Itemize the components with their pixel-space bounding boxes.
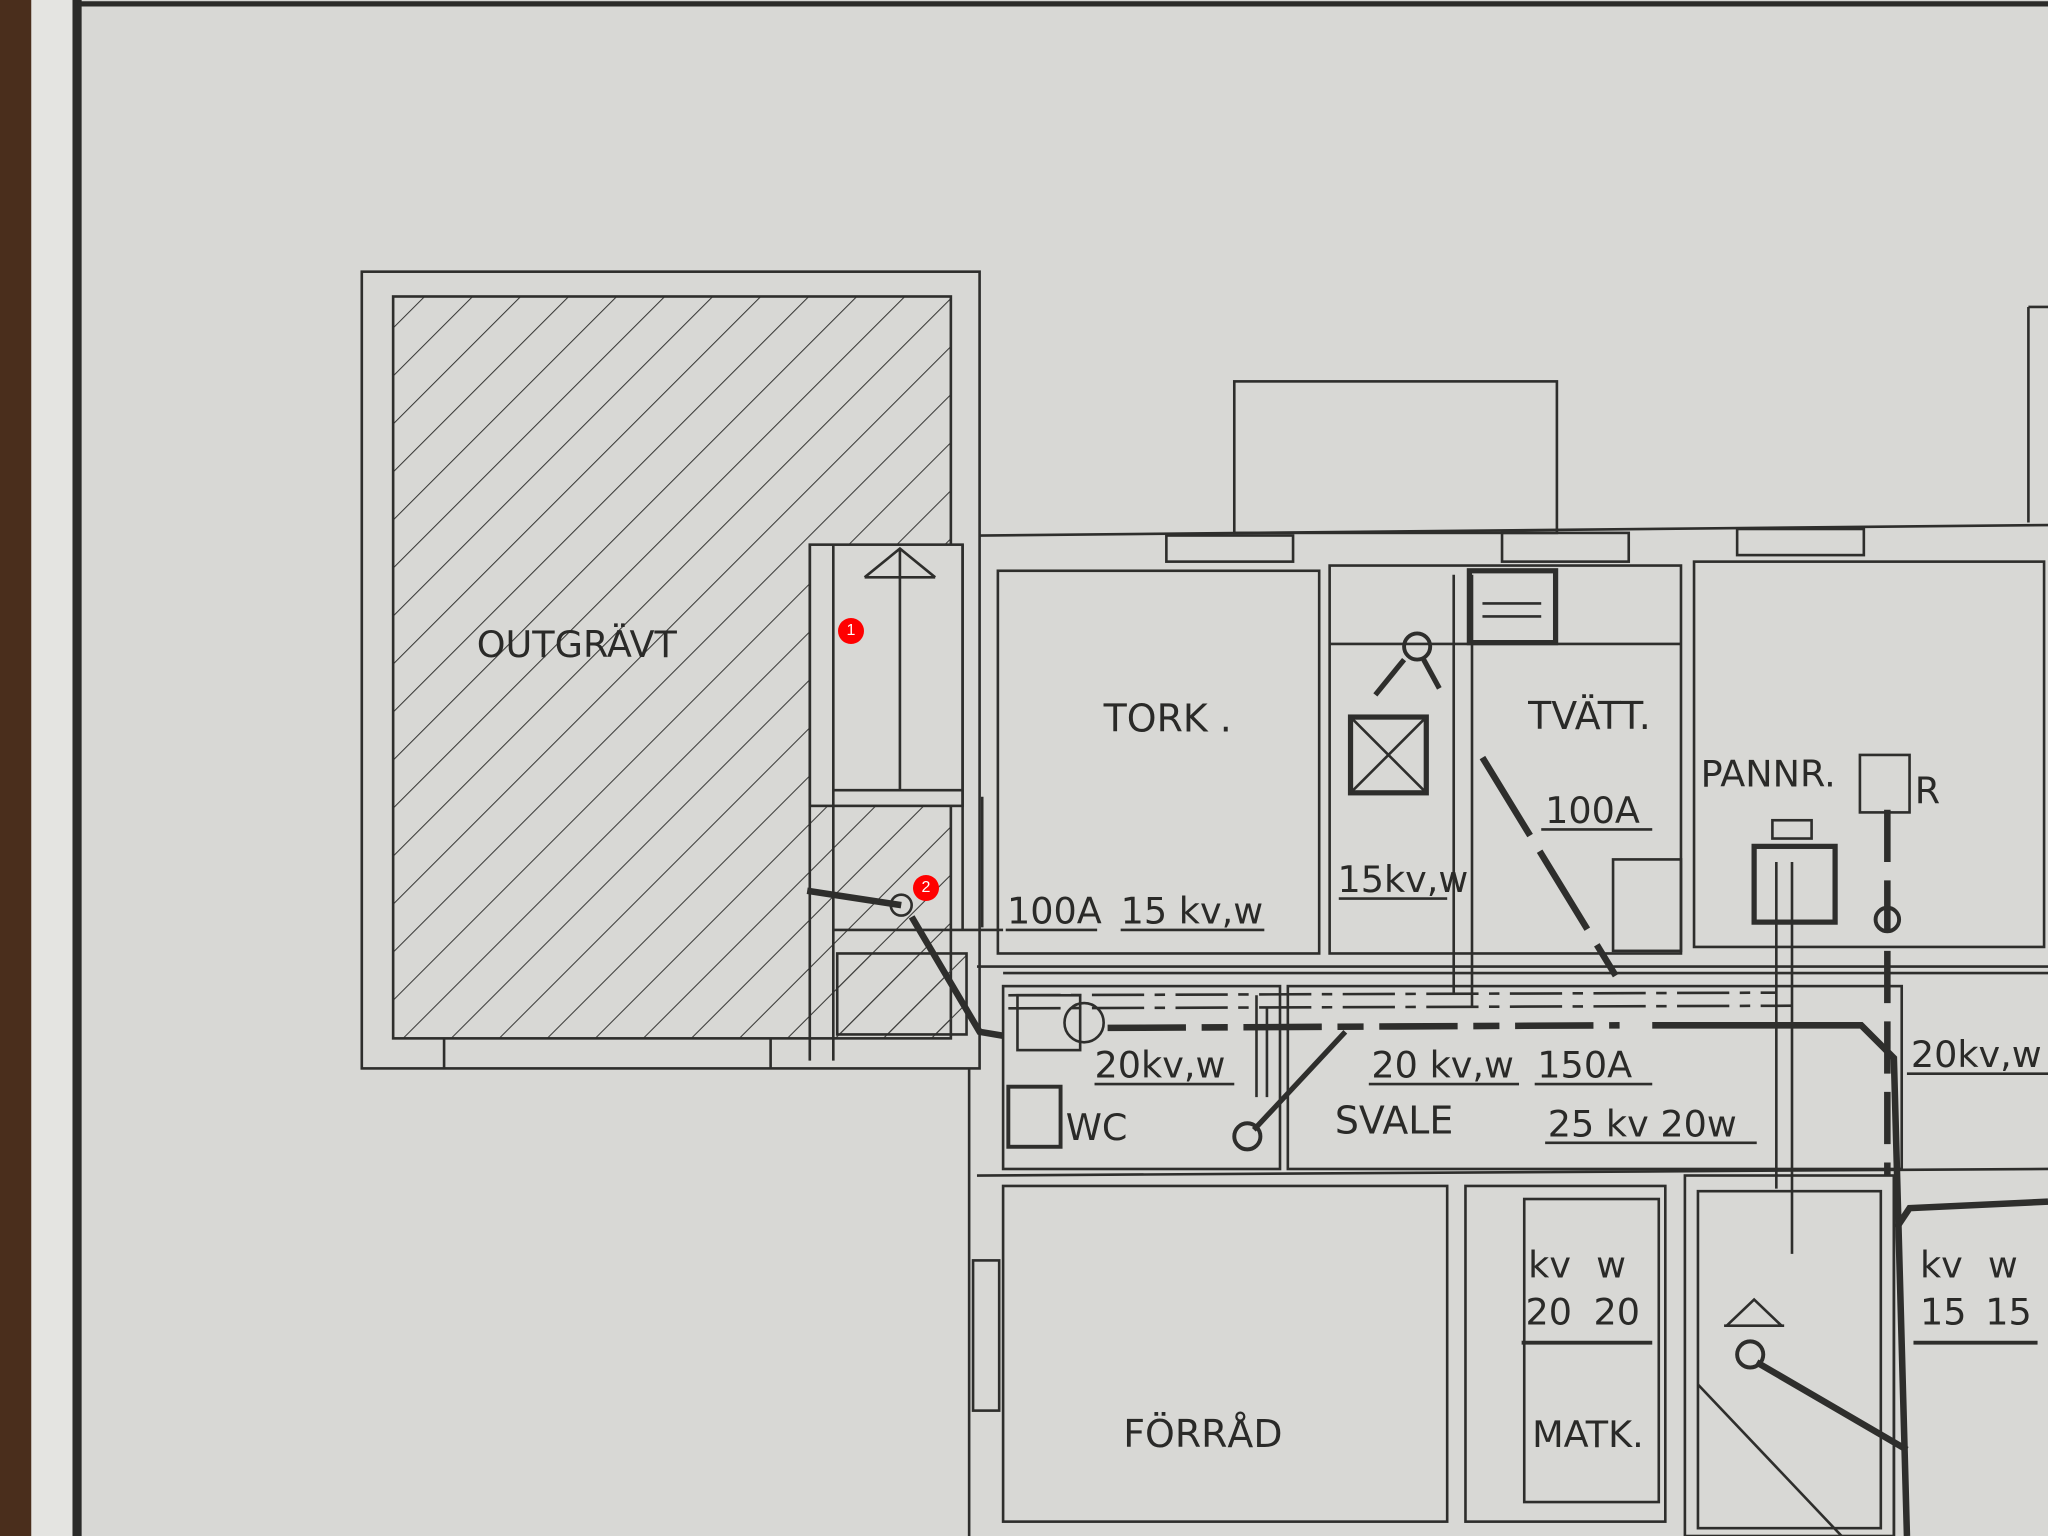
- annotation-150a: 150A: [1537, 1044, 1632, 1087]
- annotation-matk-w-value: 20: [1593, 1290, 1640, 1333]
- annotation-100a-tork: 100A: [1007, 889, 1102, 932]
- label-wc: WC: [1066, 1106, 1128, 1149]
- label-pannr-r: R: [1915, 769, 1940, 812]
- label-svale: SVALE: [1335, 1099, 1453, 1143]
- annotation-matk-kv-value: 20: [1526, 1290, 1573, 1333]
- label-outgravt: OUTGRÄVT: [477, 623, 678, 666]
- annotation-matk-w: w: [1596, 1243, 1626, 1286]
- annotation-15kvw-tvatt: 15kv,w: [1337, 858, 1468, 901]
- label-tork: TORK .: [1103, 696, 1232, 740]
- annotation-25kv-20w: 25 kv 20w: [1548, 1102, 1737, 1145]
- annotation-right-w-value: 15: [1985, 1290, 2032, 1333]
- table-edge: [0, 0, 32, 1536]
- annotation-20kvw-wc: 20kv,w: [1095, 1044, 1226, 1087]
- label-forrad: FÖRRÅD: [1123, 1412, 1282, 1456]
- annotation-20kvw-svale: 20 kv,w: [1371, 1044, 1513, 1087]
- room-labels: OUTGRÄVT TORK . TVÄTT. PANNR. R WC SVALE…: [477, 623, 1940, 1456]
- annotation-right-kv: kv: [1920, 1243, 1963, 1286]
- label-tvatt: TVÄTT.: [1527, 694, 1651, 738]
- annotations: 100A 15 kv,w 15kv,w 100A 20kv,w 20 kv,w …: [1007, 789, 2042, 1334]
- label-pannr: PANNR.: [1701, 752, 1836, 795]
- walls: [360, 270, 2048, 1536]
- marker-1[interactable]: 1: [838, 618, 864, 644]
- annotation-matk-kv: kv: [1528, 1243, 1571, 1286]
- paper-margin: [31, 0, 74, 1536]
- marker-2[interactable]: 2: [913, 875, 939, 901]
- annotation-15kvw-tork: 15 kv,w: [1121, 889, 1263, 932]
- annotation-right-kv-value: 15: [1920, 1290, 1967, 1333]
- annotation-right-w: w: [1988, 1243, 2018, 1286]
- annotation-100a-tvatt: 100A: [1545, 789, 1640, 832]
- annotation-20kvw-right: 20kv,w: [1911, 1033, 2042, 1076]
- label-matk: MATK.: [1532, 1413, 1644, 1456]
